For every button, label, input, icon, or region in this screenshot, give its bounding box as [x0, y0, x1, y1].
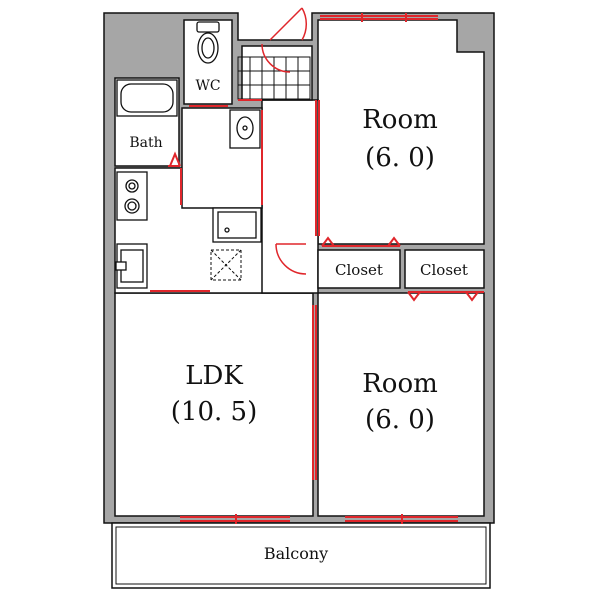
swing-doors — [261, 7, 308, 275]
ldk-size: (10. 5) — [171, 397, 257, 427]
ldk-door — [275, 243, 307, 275]
kitchen-sink-icon — [115, 243, 148, 289]
wash-basin-icon — [229, 109, 261, 149]
closet-right-label: Closet — [420, 261, 468, 279]
balcony-railing — [115, 526, 487, 585]
bathtub-icon — [116, 79, 178, 117]
toilet-icon — [196, 21, 220, 64]
upper-room-name: Room — [362, 105, 438, 135]
lower-room-size: (6. 0) — [365, 405, 435, 435]
refrigerator-space-icon — [210, 249, 242, 281]
balcony-floor — [111, 522, 491, 589]
wc-door — [261, 43, 291, 73]
closet-left-floor — [317, 249, 401, 289]
lower-room-name: Room — [362, 369, 438, 399]
closet-right-floor — [404, 249, 485, 289]
ldk-name: LDK — [185, 361, 243, 391]
upper-room-size: (6. 0) — [365, 143, 435, 173]
entry-door — [269, 7, 303, 41]
corridor-floor — [261, 99, 319, 294]
stove-icon — [116, 171, 148, 221]
genkan-tiles — [237, 56, 311, 100]
openings — [150, 13, 484, 524]
entrance-floor — [241, 45, 313, 101]
wc-label: WC — [195, 78, 220, 94]
balcony-label: Balcony — [264, 544, 328, 563]
shower-pan-icon — [212, 207, 262, 243]
closet-left-label: Closet — [335, 261, 383, 279]
bath-label: Bath — [129, 135, 162, 151]
lower-room-floor — [317, 292, 485, 517]
